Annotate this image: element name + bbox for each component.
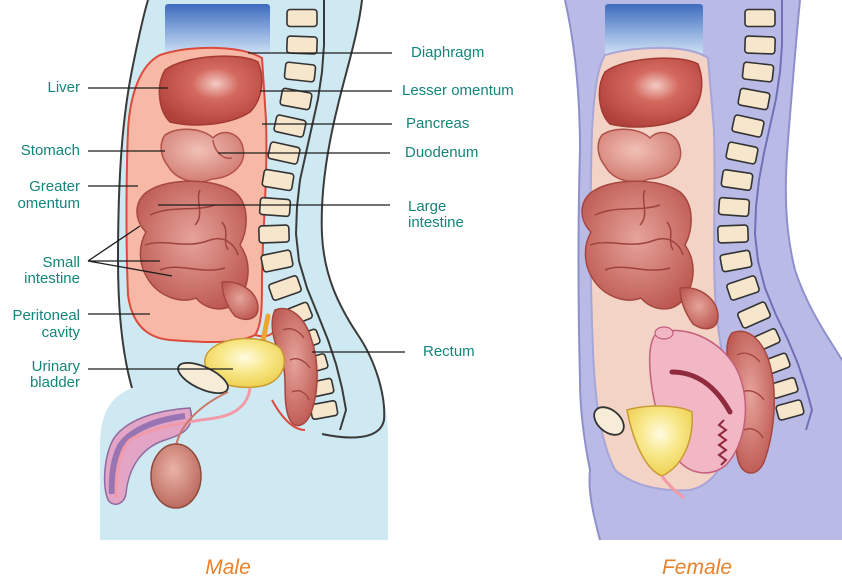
male-testis bbox=[151, 444, 201, 508]
label-peritoneal-cavity: Peritoneal cavity bbox=[0, 307, 80, 341]
vertebra bbox=[259, 225, 290, 243]
caption-male: Male bbox=[128, 556, 328, 580]
female-figure bbox=[565, 0, 842, 540]
male-liver bbox=[159, 56, 261, 125]
label-stomach: Stomach bbox=[0, 143, 80, 159]
label-large-intestine: Large intestine bbox=[408, 199, 464, 231]
label-rectum: Rectum bbox=[423, 344, 475, 360]
vertebra bbox=[287, 36, 318, 54]
vertebra bbox=[718, 225, 749, 243]
female-liver bbox=[599, 58, 701, 127]
label-greater-omentum: Greater omentum bbox=[0, 178, 80, 212]
label-lesser-omentum: Lesser omentum bbox=[402, 83, 514, 99]
label-duodenum: Duodenum bbox=[405, 145, 478, 161]
vertebra bbox=[745, 36, 776, 54]
female-ovary bbox=[655, 327, 673, 339]
male-figure bbox=[100, 0, 388, 540]
vertebra bbox=[745, 10, 775, 27]
vertebra bbox=[742, 62, 774, 82]
vertebra bbox=[718, 197, 749, 216]
label-liver: Liver bbox=[0, 80, 80, 96]
vertebra bbox=[284, 62, 316, 82]
label-diaphragm: Diaphragm bbox=[411, 45, 484, 61]
label-pancreas: Pancreas bbox=[406, 116, 469, 132]
label-small-intestine: Small intestine bbox=[0, 255, 80, 287]
label-urinary-bladder: Urinary bladder bbox=[0, 359, 80, 391]
vertebra bbox=[259, 197, 290, 216]
vertebra bbox=[287, 10, 317, 27]
caption-female: Female bbox=[597, 556, 797, 580]
vertebra bbox=[721, 169, 753, 190]
